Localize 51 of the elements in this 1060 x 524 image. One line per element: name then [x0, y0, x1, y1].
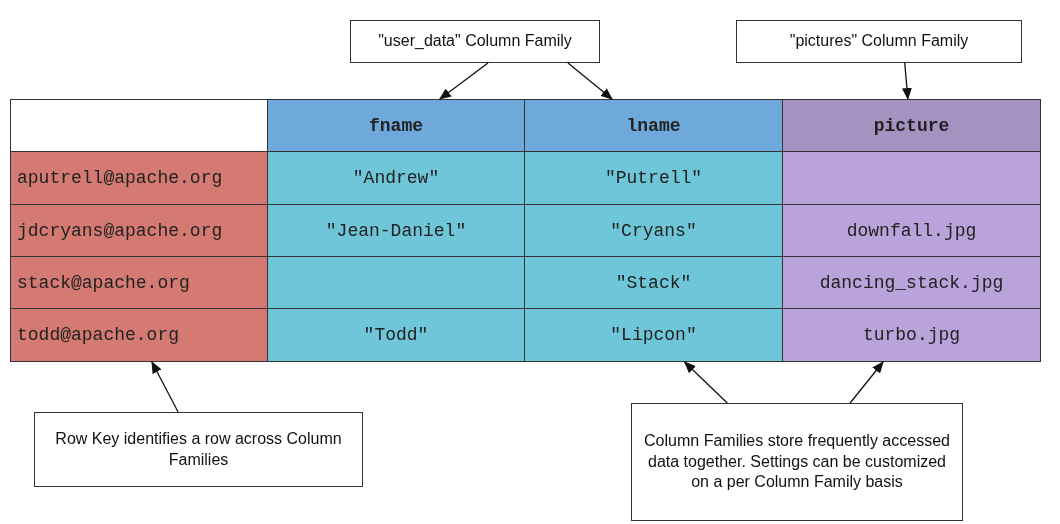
callout-text: "pictures" Column Family — [789, 31, 969, 52]
table-cell — [782, 308, 1041, 362]
arrow — [439, 62, 489, 100]
table-cell — [524, 99, 783, 152]
table-cell — [10, 308, 268, 362]
table-cell — [782, 99, 1041, 152]
cell-value: "Todd" — [363, 325, 429, 345]
cell-value: "Putrell" — [604, 168, 703, 188]
table-cell — [524, 256, 783, 309]
callout-text: "user_data" Column Family — [378, 31, 572, 52]
table-cell — [267, 204, 525, 257]
row-key: aputrell@apache.org — [17, 168, 223, 188]
callout-box — [631, 403, 963, 521]
column-header: picture — [873, 115, 950, 136]
table-cell — [782, 256, 1041, 309]
arrow — [901, 62, 912, 100]
callout-text: Column Families store frequently accessed data together. Settings can be customized on a per Column Family basis — [644, 430, 950, 493]
cell-value: "Andrew" — [352, 168, 440, 188]
table-cell — [524, 151, 783, 205]
column-header: lname — [626, 115, 681, 136]
table-cell — [524, 308, 783, 362]
table-cell — [267, 308, 525, 362]
cell-value: downfall.jpg — [846, 220, 977, 241]
table-cell — [782, 204, 1041, 257]
arrow — [567, 62, 613, 100]
table-cell — [10, 256, 268, 309]
table-cell — [267, 151, 525, 205]
table-cell — [10, 99, 268, 152]
arrow — [683, 361, 728, 404]
callout-box — [736, 20, 1022, 63]
callout-box — [350, 20, 600, 63]
callout-text: Row Key identifies a row across Column Families — [54, 428, 343, 470]
cell-value: "Cryans" — [610, 220, 697, 241]
cell-value: "Jean-Daniel" — [325, 220, 467, 241]
table-cell — [267, 256, 525, 309]
row-key: todd@apache.org — [17, 325, 180, 345]
cell-value: "Stack" — [615, 272, 692, 293]
column-header: fname — [369, 115, 423, 136]
table-cell — [10, 204, 268, 257]
table-cell — [524, 204, 783, 257]
arrow — [151, 361, 179, 413]
cell-value: turbo.jpg — [862, 325, 961, 345]
table-cell — [10, 151, 268, 205]
callout-box — [34, 412, 363, 487]
cell-value: dancing_stack.jpg — [819, 272, 1004, 293]
table-cell — [782, 151, 1041, 205]
arrow — [849, 361, 884, 404]
row-key: stack@apache.org — [17, 272, 190, 293]
table-cell — [267, 99, 525, 152]
cell-value: "Lipcon" — [610, 325, 697, 345]
row-key: jdcryans@apache.org — [17, 220, 223, 241]
